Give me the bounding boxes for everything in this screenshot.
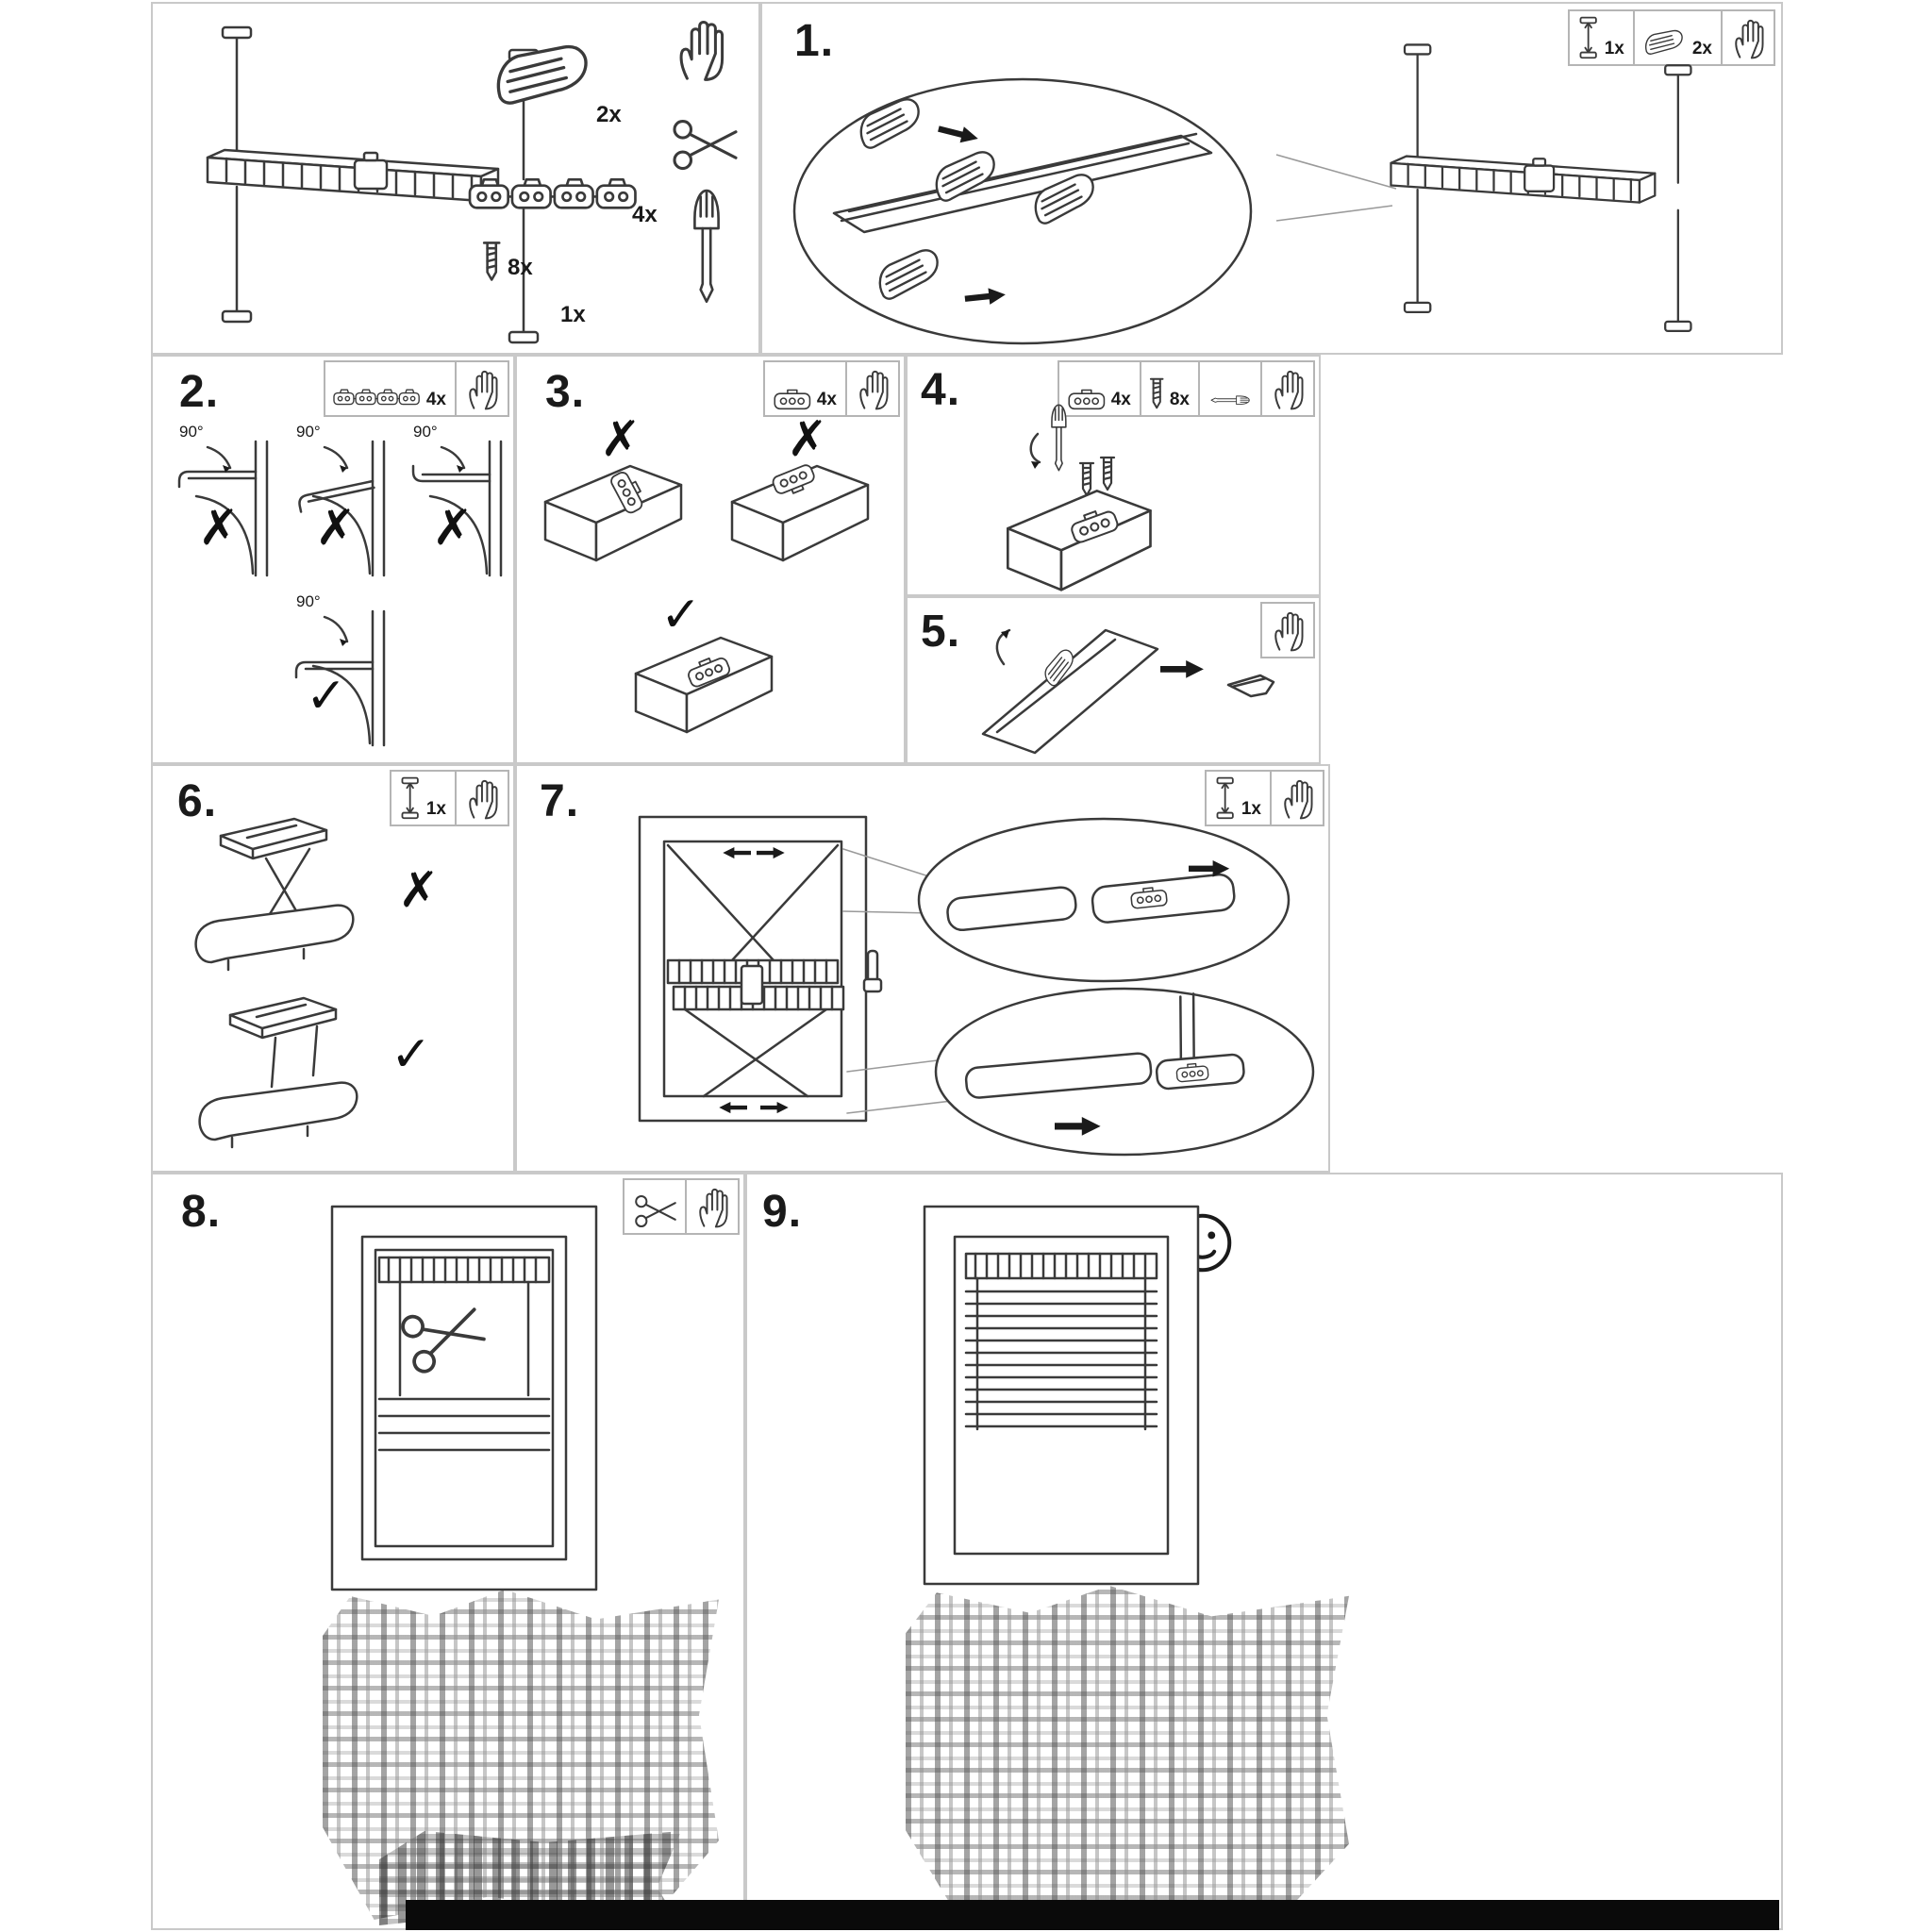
bracket-requirement: 4x	[765, 362, 845, 415]
screw-requirement: 8x	[1139, 362, 1198, 415]
bracket-qty: 4x	[632, 202, 658, 227]
panel-step-1: 1. 1x 2x	[760, 2, 1783, 355]
check-mark: ✓	[306, 668, 347, 724]
step-number: 5.	[921, 607, 961, 657]
panel-step-3: 3. 4x	[515, 355, 906, 764]
screw-qty: 8x	[508, 255, 533, 280]
step-number: 1.	[794, 16, 835, 66]
hand-icon	[679, 20, 724, 81]
step-number: 6.	[177, 776, 218, 826]
rail-assembly-qty: 1x	[560, 302, 586, 327]
tension-rail-requirement: 1x	[1207, 772, 1270, 824]
cross-mark: ✗	[398, 862, 440, 919]
corrupted-image-region	[906, 1586, 1349, 1925]
by-hand	[1721, 11, 1774, 64]
bracket-requirement: 4x	[325, 362, 455, 415]
step-number: 8.	[181, 1187, 222, 1237]
step4-screwing-diagram	[1006, 404, 1152, 591]
panel-step-6: 6. 1x ✗ ✓	[151, 764, 515, 1173]
step-number: 3.	[545, 367, 586, 417]
qty-label: 4x	[425, 390, 446, 409]
step9-finished-diagram	[923, 1205, 1200, 1586]
step-number: 4.	[921, 365, 961, 415]
step8-cut-cords-diagram	[330, 1205, 598, 1591]
qty-label: 4x	[1110, 390, 1131, 409]
bracket-requirement: 4x	[1059, 362, 1140, 415]
panel-step-5: 5.	[906, 596, 1321, 764]
step5-remove-diagram	[981, 628, 1275, 755]
step5-required-parts	[1260, 602, 1315, 658]
qty-label: 2x	[1691, 39, 1712, 58]
angle-label: 90°	[179, 423, 204, 441]
clip-requirement: 2x	[1632, 11, 1721, 64]
qty-label: 4x	[816, 390, 837, 409]
panel-step-9: 9.	[745, 1173, 1783, 1930]
screw-icon	[482, 242, 501, 281]
step1-required-parts: 1x 2x	[1567, 9, 1775, 66]
step7-required-parts: 1x	[1204, 770, 1324, 826]
step-number: 9.	[762, 1187, 803, 1237]
step7-window-diagram	[638, 815, 1315, 1157]
angle-label: 90°	[413, 423, 438, 441]
bracket-icon	[774, 389, 811, 410]
clip-icon	[496, 44, 588, 105]
by-hand	[1260, 362, 1313, 415]
step1-leader-lines	[1275, 154, 1397, 222]
step2-required-parts: 4x	[323, 360, 509, 417]
scissors-icon	[673, 119, 738, 171]
bracket-strip-icon	[470, 175, 640, 221]
check-mark: ✓	[391, 1026, 432, 1083]
angle-label: 90°	[296, 592, 321, 610]
step1-zoom-detail	[792, 77, 1253, 345]
step-number: 2.	[179, 367, 220, 417]
qty-label: 1x	[1604, 39, 1624, 58]
tension-rail-requirement: 1x	[1570, 11, 1633, 64]
qty-label: 1x	[1241, 799, 1261, 819]
cross-mark: ✗	[198, 500, 240, 557]
cross-mark: ✗	[432, 500, 474, 557]
screwdriver-icon	[693, 189, 720, 304]
step4-required-parts: 4x 8x	[1057, 360, 1315, 417]
by-hand	[1270, 772, 1323, 824]
qty-label: 1x	[425, 799, 446, 819]
corrupted-image-region	[323, 1590, 719, 1920]
hand-icon	[859, 370, 889, 410]
screw-icon	[1149, 377, 1164, 409]
panel-step-4: 4. 4x 8x	[906, 355, 1321, 596]
by-hand	[455, 772, 508, 824]
qty-label: 8x	[1169, 390, 1190, 409]
tension-rail-requirement: 1x	[391, 772, 455, 824]
step3-required-parts: 4x	[762, 360, 900, 417]
step1-rail-assembly	[1390, 43, 1692, 333]
hand-icon	[1274, 370, 1304, 410]
cross-mark: ✗	[600, 411, 641, 468]
by-hand	[845, 362, 898, 415]
step6-cap-diagrams	[194, 817, 358, 1149]
cross-mark: ✗	[787, 411, 828, 468]
corrupted-black-bar	[406, 1900, 1779, 1930]
step2-angle-diagrams	[177, 440, 503, 747]
step6-required-parts: 1x	[389, 770, 509, 826]
cross-mark: ✗	[315, 500, 357, 557]
panel-step-7: 7. 1x	[515, 764, 1330, 1173]
check-mark: ✓	[660, 587, 702, 643]
angle-label: 90°	[296, 423, 321, 441]
step-number: 7.	[540, 776, 580, 826]
by-hand	[685, 1180, 738, 1233]
clip-qty: 2x	[596, 102, 622, 127]
parts-overview-panel: 1x 2x 4x 8x	[151, 2, 760, 355]
panel-step-8: 8.	[151, 1173, 745, 1930]
hand-icon	[469, 370, 498, 410]
step3-orientation-diagrams	[543, 462, 870, 734]
by-hand	[455, 362, 508, 415]
panel-step-2: 2. 4x	[151, 355, 515, 764]
step8-required-parts	[623, 1178, 740, 1235]
bracket-strip-icon	[334, 388, 421, 410]
tool-screwdriver	[1198, 362, 1260, 415]
